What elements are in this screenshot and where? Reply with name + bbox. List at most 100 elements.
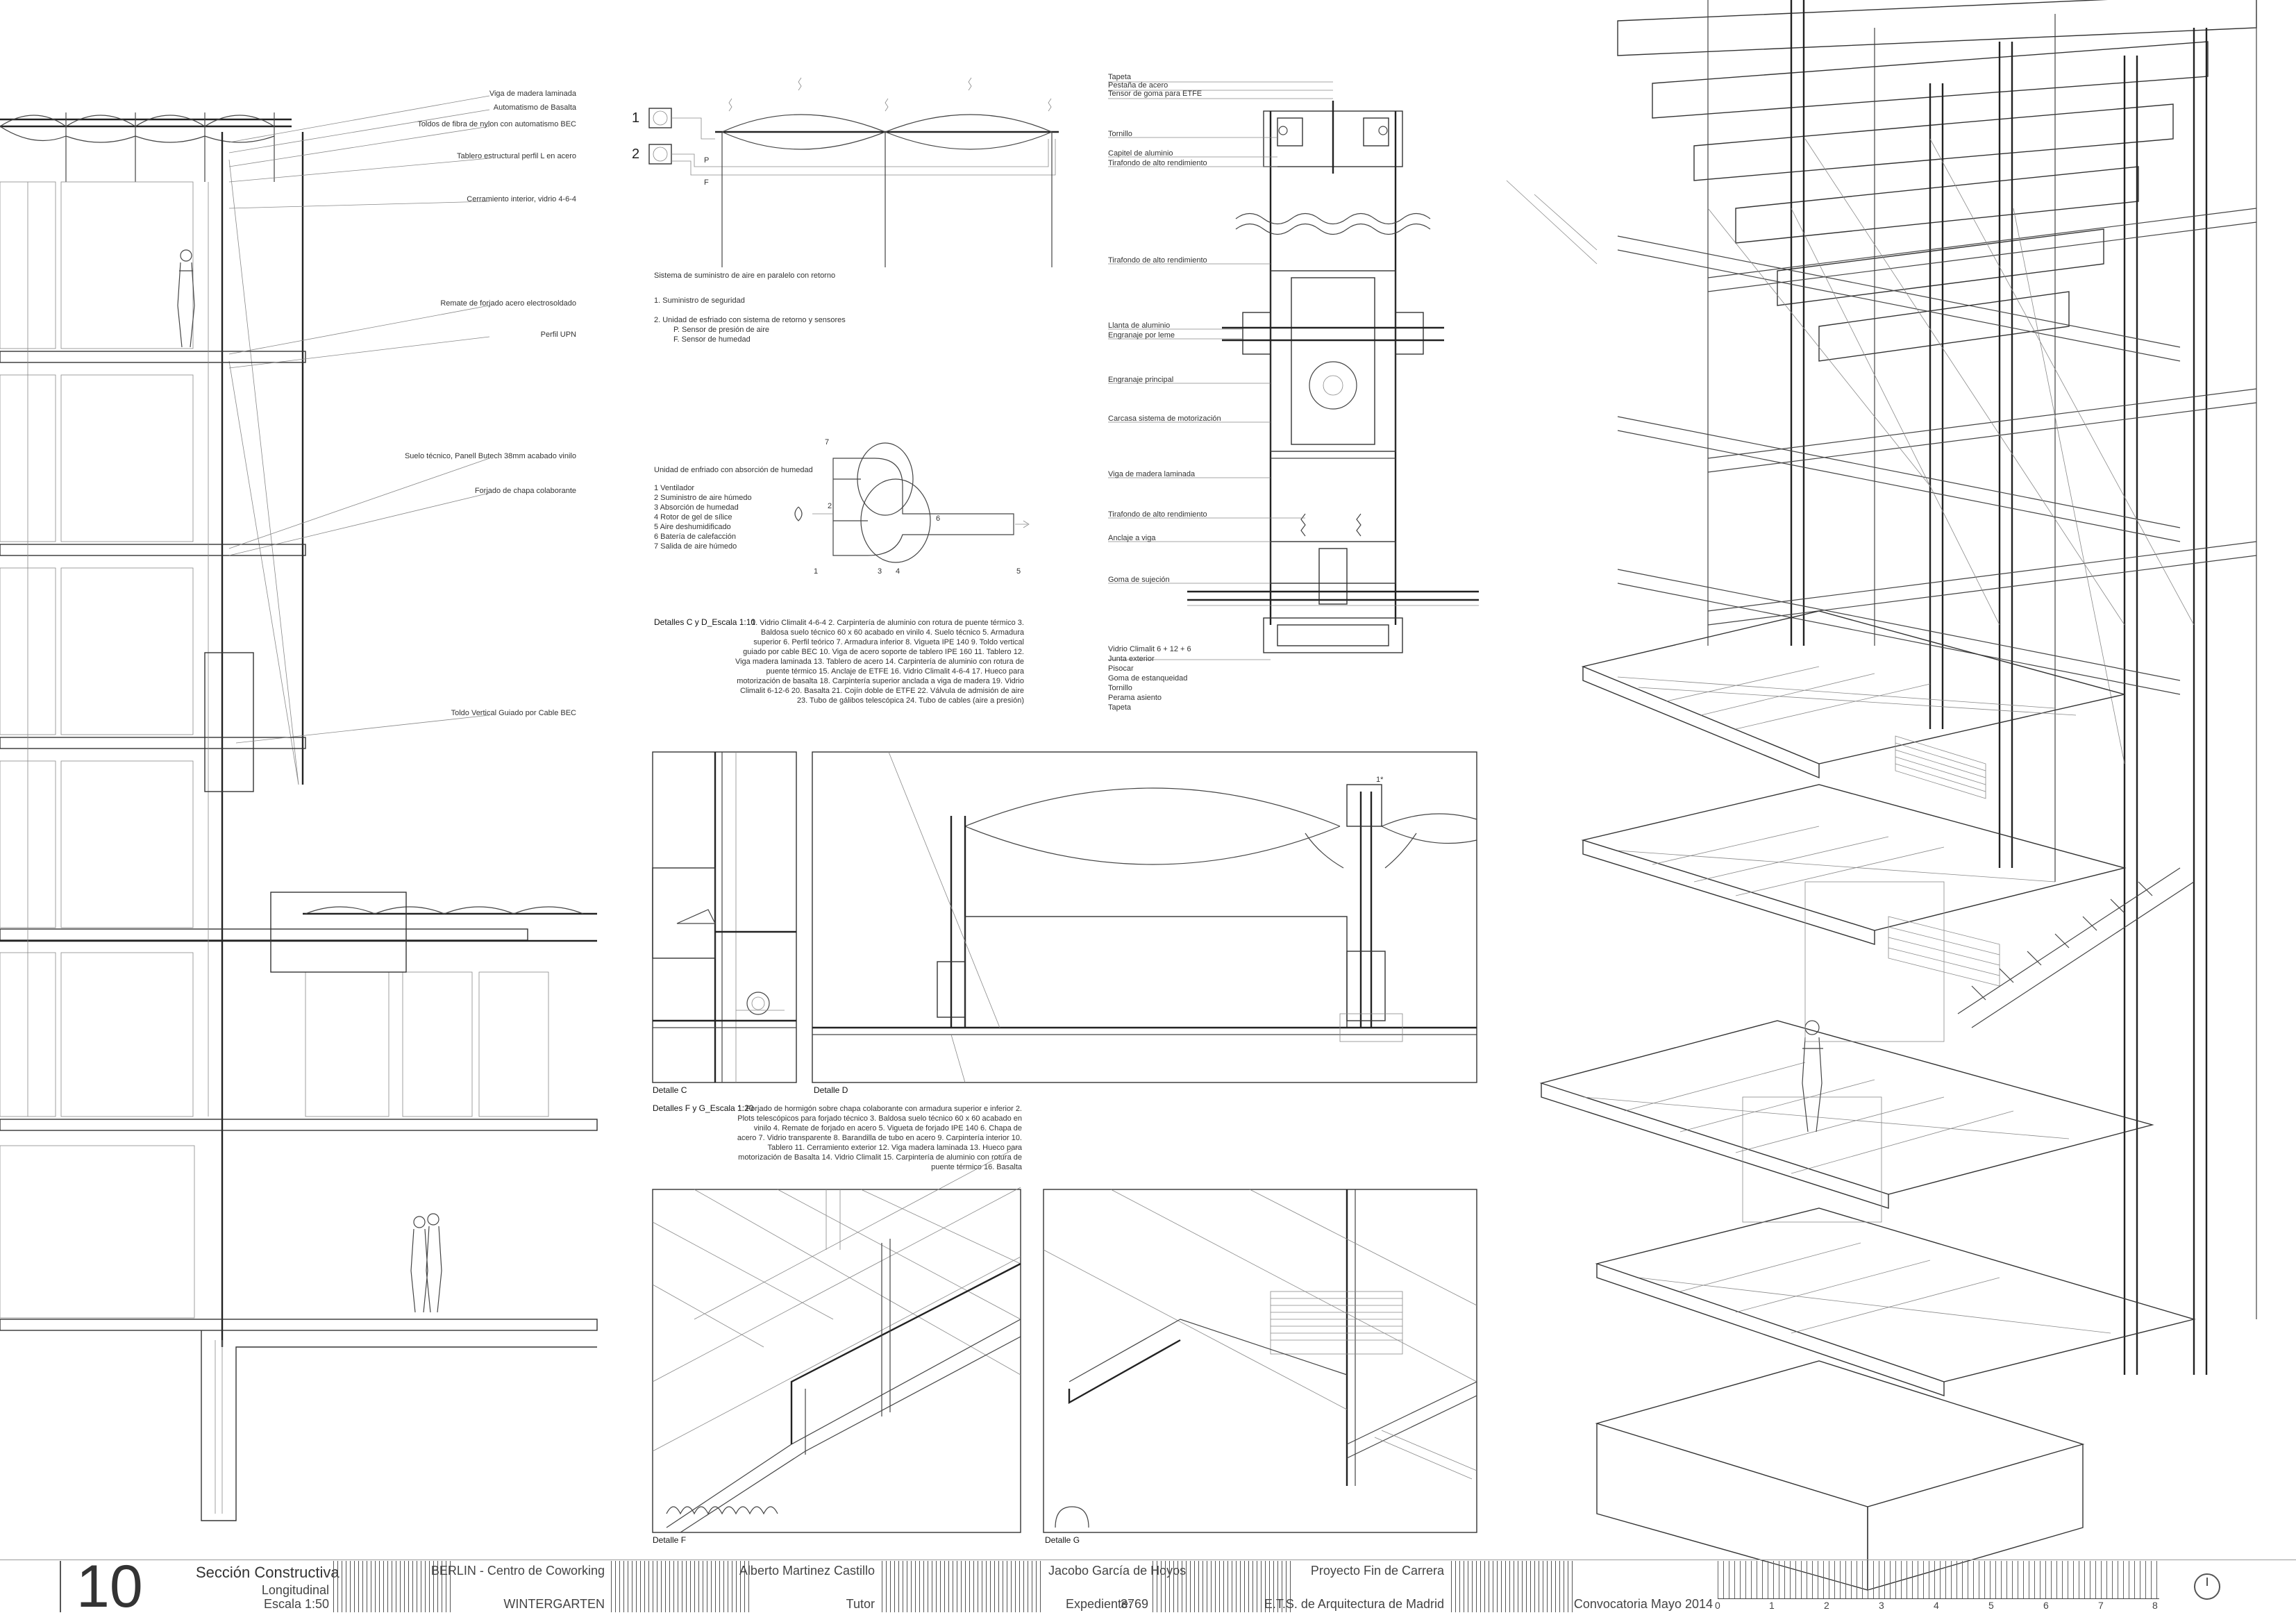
label-nylon-awning: Toldos de fibra de nylon con automatismo… [417,120,576,128]
label-vertical-awning: Toldo Vertical Guiado por Cable BEC [451,709,576,717]
cooling-num-1: 1 [814,567,818,576]
node-label: Vidrio Climalit 6 + 12 + 6 [1108,645,1191,653]
detail-f: Detalle F [652,1145,1021,1545]
floor-plates [1539,610,2196,1396]
cooling-item-3: 3 Absorción de humedad [654,503,739,512]
sheet-title: Sección Constructiva [196,1564,340,1581]
node-label: Viga de madera laminada [1108,470,1196,478]
detail-d: 1* Detalle D [812,751,1477,1095]
detail-g-caption: Detalle G [1045,1535,1080,1545]
node-label: Goma de estanqueidad [1108,674,1187,683]
node-label: Tirafondo de alto rendimiento [1108,159,1207,167]
glazing-panels [0,181,549,1319]
scale-number: 4 [1934,1600,1939,1611]
school-name: E.T.S. de Arquitectura de Madrid [1264,1597,1444,1611]
air-supply-title: Sistema de suministro de aire en paralel… [654,271,835,280]
title-block: 10 Sección Constructiva Longitudinal Esc… [0,1547,2296,1622]
details-cd-title: Detalles C y D_Escala 1:10 [654,617,755,627]
scale-number: 5 [1988,1600,1994,1611]
label-upn: Perfil UPN [541,331,576,339]
tutor-label: Tutor [846,1597,875,1611]
label-wood-beam: Viga de madera laminada [489,90,577,98]
label-slab-edge: Remate de forjado acero electrosoldado [440,299,576,308]
node-label: Pisocar [1108,664,1134,673]
details-fg-line: 1. Forjado de hormigón sobre chapa colab… [737,1105,1022,1113]
node-label: Carcasa sistema de motorización [1108,415,1221,423]
author-name: Alberto Martinez Castillo [739,1564,875,1578]
label-raised-floor: Suelo técnico, Panell Butech 38mm acabad… [405,452,576,460]
node-label: Tornillo [1108,130,1132,138]
cooling-item-4: 4 Rotor de gel de sílice [654,513,732,521]
roof-beams [1617,0,2257,362]
details-fg-title: Detalles F y G_Escala 1:20 [653,1103,754,1113]
columns [1707,0,2257,1375]
call-date: Convocatoria Mayo 2014 [1573,1597,1713,1611]
atrium-roof [204,652,597,973]
node-label: Pestaña de acero [1108,81,1168,90]
details-cd-notes: Detalles C y D_Escala 1:10 1. Vidrio Cli… [654,617,1025,705]
node-label: Engranaje por leme [1108,331,1175,340]
details-fg-line: puente térmico 16. Basalta [931,1163,1023,1171]
node-label: Engranaje principal [1108,376,1173,384]
title-hatch [333,1561,451,1612]
tutor-name: Jacobo García de Hoyos [1048,1564,1187,1578]
details-fg-line: motorización de Basalta 14. Vidrio Clima… [738,1153,1022,1162]
title-hatch [1451,1561,1576,1612]
node-label: Tornillo [1108,684,1132,692]
detail-d-marker: 1* [1376,776,1384,784]
scale-number: 1 [1769,1600,1775,1611]
detail-c-caption: Detalle C [653,1085,687,1095]
cooling-item-2: 2 Suministro de aire húmedo [654,494,752,502]
details-cd-line: 23. Tubo de gálibos telescópica 24. Tubo… [797,696,1024,705]
details-cd-line: Viga madera laminada 13. Tablero de acer… [735,658,1024,666]
air-supply-item-F: F. Sensor de humedad [673,335,751,344]
node-leaders [1108,81,1333,660]
scale-number: 3 [1879,1600,1884,1611]
node-label: Junta exterior [1108,655,1155,663]
air-supply-diagram: 1 2 P F Sistema de suministro de aire en… [632,77,1059,344]
detail-d-caption: Detalle D [814,1085,848,1095]
north-arrow-icon [2194,1573,2220,1600]
node-label: Tapeta [1108,73,1132,81]
details-fg-line: acero 7. Vidrio transparente 8. Barandil… [737,1134,1022,1142]
node-label: Tapeta [1108,703,1132,712]
cooling-num-5: 5 [1016,567,1021,576]
title-hatch [611,1561,750,1612]
cooling-item-6: 6 Batería de calefacción [654,533,736,541]
frame-beams [1617,138,2257,764]
detail-f-caption: Detalle F [653,1535,686,1545]
ladder-beams [1957,867,2195,1028]
node-label: Llanta de aluminio [1108,321,1170,330]
floor-slabs [0,351,598,1331]
cooling-num-7: 7 [825,438,829,446]
scale-number: 2 [1824,1600,1829,1611]
air-supply-item-1: 1. Suministro de seguridad [654,296,745,305]
node-label: Anclaje a viga [1108,534,1156,542]
sheet-subtitle: Longitudinal [261,1583,329,1597]
details-fg-line: Tablero 11. Cerramiento exterior 12. Vig… [768,1144,1023,1152]
node-label: Perama asiento [1108,694,1162,702]
label-interior-glazing: Cerramiento interior, vidrio 4-6-4 [467,195,576,203]
detail-c: Detalle C [652,751,797,1095]
axonometric-view [1506,0,2257,1591]
leader-lines [228,95,490,744]
cooling-num-3: 3 [878,567,882,576]
scale-number: 6 [2043,1600,2049,1611]
course-name: Proyecto Fin de Carrera [1310,1564,1444,1578]
marker-P: P [704,156,709,165]
details-cd-line: Climalit 6-12-6 20. Basalta 21. Cojín do… [740,687,1024,695]
project-name: BERLIN - Centro de Coworking [430,1564,605,1578]
label-composite-slab: Forjado de chapa colaborante [475,487,576,495]
file-label: Expediente: [1066,1597,1132,1611]
cooling-item-7: 7 Salida de aire húmedo [654,542,737,551]
details-cd-line: 1. Vidrio Climalit 4-6-4 2. Carpintería … [751,619,1024,627]
details-cd-line: puente térmico 15. Anclaje de ETFE 16. V… [766,667,1024,676]
scale-ticks [1718,1561,2159,1598]
etfe-node-detail: Tapeta Pestaña de acero Tensor de goma p… [1108,73,1479,712]
marker-2: 2 [632,147,639,162]
node-label: Capitel de aluminio [1108,149,1173,158]
marker-1: 1 [632,110,639,126]
cooling-num-2: 2 [828,502,832,510]
etfe-roof [0,112,292,182]
sheet-scale: Escala 1:50 [263,1597,329,1611]
